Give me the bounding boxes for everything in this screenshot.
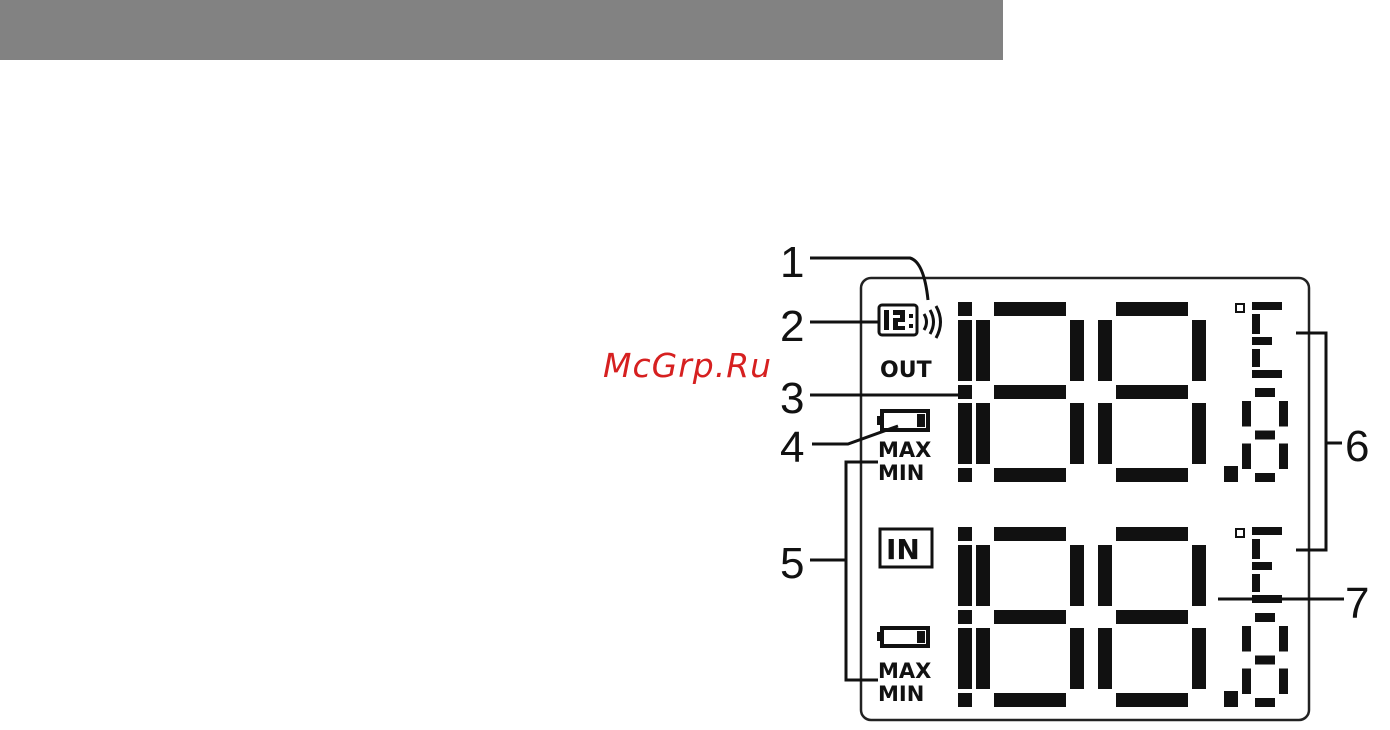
indoor-digit-decimal-seg-c	[1279, 669, 1288, 695]
indoor-digit-decimal-seg-a	[1255, 613, 1275, 622]
indoor-digit-decimal-seg-e	[1242, 669, 1251, 695]
indoor-digit-2-seg-f	[976, 545, 990, 606]
indoor-digit-3-seg-c	[1192, 628, 1206, 689]
indoor-digit-decimal-seg-b	[1279, 626, 1288, 652]
wireless-signal-icon	[924, 306, 941, 338]
outdoor-unit-lower-left	[1252, 349, 1260, 367]
outdoor-digit-2-seg-f	[976, 320, 990, 381]
callout-3: 3	[780, 374, 804, 423]
min-label-top: MIN	[878, 461, 924, 485]
callout-5: 5	[780, 539, 804, 588]
outdoor-decimal-point	[1224, 466, 1238, 482]
in-label: IN	[886, 533, 920, 566]
outdoor-unit-top	[1252, 302, 1282, 310]
indoor-unit-symbol	[1236, 527, 1282, 603]
indoor-digit-decimal-seg-f	[1242, 626, 1251, 652]
indoor-digit-3-seg-e	[1098, 628, 1112, 689]
indoor-digit-2-seg-e	[976, 628, 990, 689]
outdoor-unit-bottom	[1252, 370, 1282, 378]
outdoor-degree-mark	[1236, 304, 1244, 312]
max-label-top: MAX	[878, 438, 931, 462]
callout-1: 1	[780, 238, 804, 287]
outdoor-temperature-display	[958, 302, 1288, 482]
outdoor-digit-decimal-seg-g	[1255, 431, 1275, 440]
outdoor-unit-symbol	[1236, 302, 1282, 378]
indoor-digit-3-seg-b	[1192, 545, 1206, 606]
indoor-digit-1-seg-bottom	[958, 693, 972, 707]
min-label-bottom: MIN	[878, 682, 924, 706]
battery-icon	[877, 628, 928, 646]
outdoor-digit-2-seg-a	[994, 302, 1066, 316]
callout-6: 6	[1345, 422, 1369, 471]
indoor-digit-3-seg-g	[1116, 610, 1188, 624]
outdoor-digit-2-seg-d	[994, 468, 1066, 482]
indoor-digit-1-seg-c	[958, 628, 972, 689]
indoor-digit-2-seg-g	[994, 610, 1066, 624]
callout-7: 7	[1345, 579, 1369, 628]
outdoor-digit-decimal-seg-d	[1255, 473, 1275, 482]
indoor-unit-lower-left	[1252, 574, 1260, 592]
indoor-digit-2-seg-a	[994, 527, 1066, 541]
outdoor-digit-1-seg-b	[958, 320, 972, 381]
outdoor-digit-1-seg-mid	[958, 385, 972, 399]
outdoor-digit-3-seg-a	[1116, 302, 1188, 316]
battery-icon	[877, 411, 928, 430]
outdoor-digit-1-seg-top	[958, 302, 972, 316]
indoor-digit-decimal-seg-g	[1255, 656, 1275, 665]
outdoor-digit-decimal-seg-c	[1279, 444, 1288, 470]
outdoor-digit-decimal-seg-b	[1279, 401, 1288, 427]
indoor-digit-1-seg-top	[958, 527, 972, 541]
outdoor-digit-2-seg-g	[994, 385, 1066, 399]
watermark: McGrp.Ru	[603, 346, 772, 385]
outdoor-digit-3-seg-e	[1098, 403, 1112, 464]
outdoor-digit-2-seg-c	[1070, 403, 1084, 464]
outdoor-digit-3-seg-b	[1192, 320, 1206, 381]
callout-4: 4	[780, 423, 804, 472]
outdoor-unit-upper-left	[1252, 314, 1260, 334]
outdoor-digit-1-seg-bottom	[958, 468, 972, 482]
indoor-unit-mid	[1252, 562, 1272, 570]
outdoor-digit-decimal-seg-a	[1255, 388, 1275, 397]
indoor-decimal-point	[1224, 691, 1238, 707]
outdoor-unit-mid	[1252, 337, 1272, 345]
indoor-digit-3-seg-f	[1098, 545, 1112, 606]
outdoor-digit-3-seg-f	[1098, 320, 1112, 381]
indoor-unit-upper-left	[1252, 539, 1260, 559]
outdoor-digit-decimal-seg-f	[1242, 401, 1251, 427]
out-label: OUT	[880, 358, 932, 383]
outdoor-digit-2-seg-e	[976, 403, 990, 464]
callout-2: 2	[780, 302, 804, 351]
max-label-bottom: MAX	[878, 659, 931, 683]
lcd-frame	[861, 278, 1309, 720]
thermometer-sensor-icon	[879, 305, 917, 335]
indoor-temperature-display	[958, 527, 1288, 707]
indoor-unit-top	[1252, 527, 1282, 535]
indoor-digit-decimal-seg-d	[1255, 698, 1275, 707]
indoor-digit-2-seg-c	[1070, 628, 1084, 689]
outdoor-digit-1-seg-c	[958, 403, 972, 464]
indoor-digit-2-seg-b	[1070, 545, 1084, 606]
indoor-digit-2-seg-d	[994, 693, 1066, 707]
indoor-digit-3-seg-d	[1116, 693, 1188, 707]
outdoor-digit-3-seg-g	[1116, 385, 1188, 399]
indoor-digit-1-seg-mid	[958, 610, 972, 624]
indoor-digit-1-seg-b	[958, 545, 972, 606]
leader-6-bracket	[1296, 333, 1326, 550]
indoor-digit-3-seg-a	[1116, 527, 1188, 541]
outdoor-digit-3-seg-d	[1116, 468, 1188, 482]
outdoor-digit-2-seg-b	[1070, 320, 1084, 381]
outdoor-digit-3-seg-c	[1192, 403, 1206, 464]
indoor-degree-mark	[1236, 529, 1244, 537]
outdoor-digit-decimal-seg-e	[1242, 444, 1251, 470]
